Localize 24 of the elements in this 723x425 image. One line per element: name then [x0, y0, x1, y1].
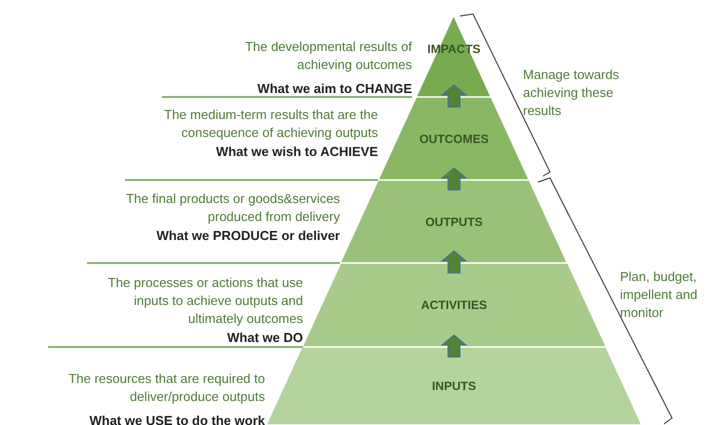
- layer-title: OUTCOMES: [419, 130, 489, 148]
- description-heading: What we USE to do the work: [89, 412, 265, 425]
- arrow: [440, 250, 468, 274]
- description-text: The resources that are required to deliver/produce outputs: [67, 370, 265, 406]
- pyramid-layer: [266, 347, 642, 425]
- layer-title: OUTPUTS: [425, 214, 483, 230]
- description-text: The processes or actions that use inputs to achieve outputs and ultimately outcomes: [106, 274, 303, 328]
- description-heading: What we aim to CHANGE: [257, 80, 412, 97]
- bracket-label: Plan, budget, impellent and monitor: [620, 268, 698, 322]
- description-heading: What we DO: [227, 329, 303, 346]
- layer-title: ACTIVITIES: [420, 297, 487, 314]
- bracket-label: Manage towards achieving these results: [523, 66, 620, 120]
- arrow: [440, 334, 468, 358]
- pyramid-layer: [340, 180, 568, 263]
- description-heading: What we PRODUCE or deliver: [156, 227, 340, 244]
- description-text: The developmental results of achieving outcomes: [244, 38, 412, 74]
- description-text: The medium-term results that are the consequence of achieving outputs: [163, 106, 378, 142]
- layer-title: INPUTS: [432, 378, 476, 395]
- description-heading: What we wish to ACHIEVE: [216, 143, 378, 160]
- pyramid-layer: [302, 263, 606, 347]
- pyramid-layer: [416, 15, 492, 97]
- arrow: [440, 84, 468, 108]
- arrow: [440, 167, 468, 190]
- description-text: The final products or goods&services produced from delivery: [125, 190, 340, 226]
